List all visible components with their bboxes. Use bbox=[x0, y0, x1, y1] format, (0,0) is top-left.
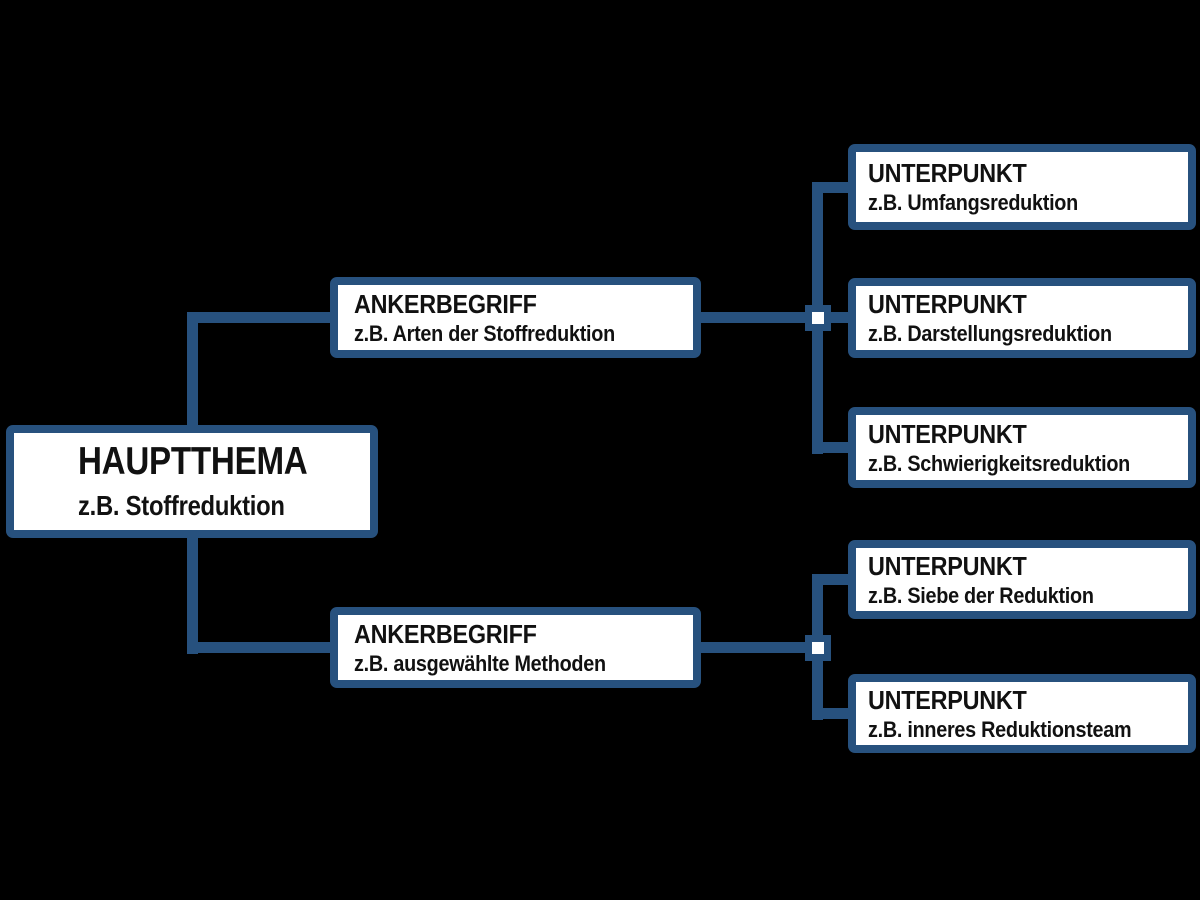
anchor-node-2: ANKERBEGRIFF z.B. ausgewählte Methoden bbox=[330, 607, 701, 688]
branch1-junction-marker bbox=[805, 305, 831, 331]
connector-branch1-to-subpoint1 bbox=[812, 182, 856, 193]
subpoint5-title: UNTERPUNKT bbox=[868, 684, 1027, 715]
subpoint-node-3: UNTERPUNKT z.B. Schwierigkeitsreduktion bbox=[848, 407, 1196, 488]
subpoint2-title: UNTERPUNKT bbox=[868, 289, 1027, 320]
subpoint-node-2: UNTERPUNKT z.B. Darstellungsreduktion bbox=[848, 278, 1196, 358]
subpoint5-subtitle: z.B. inneres Reduktionsteam bbox=[868, 716, 1132, 742]
connector-main-to-anchor2 bbox=[187, 642, 347, 653]
connector-branch2-to-subpoint5 bbox=[812, 708, 856, 719]
main-topic-subtitle: z.B. Stoffreduktion bbox=[78, 490, 285, 522]
subpoint1-title: UNTERPUNKT bbox=[868, 158, 1027, 189]
connector-anchor2-to-junction2 bbox=[696, 642, 826, 653]
subpoint1-subtitle: z.B. Umfangsreduktion bbox=[868, 190, 1078, 216]
branch1-junction-dot bbox=[812, 312, 824, 324]
subpoint-node-1: UNTERPUNKT z.B. Umfangsreduktion bbox=[848, 144, 1196, 230]
main-topic-title: HAUPTTHEMA bbox=[78, 440, 308, 484]
main-topic-node: HAUPTTHEMA z.B. Stoffreduktion bbox=[6, 425, 378, 538]
subpoint-node-5: UNTERPUNKT z.B. inneres Reduktionsteam bbox=[848, 674, 1196, 753]
subpoint3-title: UNTERPUNKT bbox=[868, 418, 1027, 449]
connector-branch2-to-subpoint4 bbox=[812, 574, 856, 585]
connector-anchor1-to-junction1 bbox=[696, 312, 856, 323]
anchor2-title: ANKERBEGRIFF bbox=[354, 618, 537, 649]
branch2-junction-dot bbox=[812, 642, 824, 654]
subpoint3-subtitle: z.B. Schwierigkeitsreduktion bbox=[868, 450, 1131, 476]
connector-main-to-anchor1 bbox=[187, 312, 347, 323]
anchor-node-1: ANKERBEGRIFF z.B. Arten der Stoffredukti… bbox=[330, 277, 701, 358]
anchor1-title: ANKERBEGRIFF bbox=[354, 288, 537, 319]
subpoint2-subtitle: z.B. Darstellungsreduktion bbox=[868, 321, 1112, 347]
connector-branch1-to-subpoint3 bbox=[812, 442, 856, 453]
anchor1-subtitle: z.B. Arten der Stoffreduktion bbox=[354, 320, 615, 346]
subpoint4-subtitle: z.B. Siebe der Reduktion bbox=[868, 582, 1094, 608]
subpoint4-title: UNTERPUNKT bbox=[868, 550, 1027, 581]
anchor2-subtitle: z.B. ausgewählte Methoden bbox=[354, 650, 606, 676]
branch2-junction-marker bbox=[805, 635, 831, 661]
subpoint-node-4: UNTERPUNKT z.B. Siebe der Reduktion bbox=[848, 540, 1196, 619]
